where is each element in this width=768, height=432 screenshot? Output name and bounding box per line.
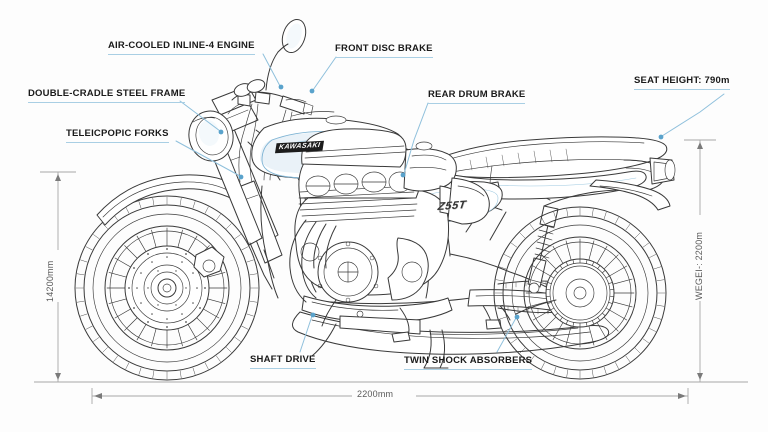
leader-frame (179, 100, 221, 132)
leader-shaft-drive (299, 315, 313, 353)
brand-name: KAWASAKI (278, 141, 321, 152)
side-stand (311, 323, 337, 357)
callout-double-cradle-steel-frame[interactable]: DOUBLE-CRADLE STEEL FRAME (28, 88, 186, 103)
callout-front-disc-brake[interactable]: FRONT DISC BRAKE (335, 43, 433, 58)
dimension-height-value: 14200mm (45, 260, 55, 302)
callout-label-rear-drum-brake: REAR DRUM BRAKE (428, 89, 526, 100)
front-wheel (74, 195, 260, 381)
rear-shock-absorber (527, 205, 559, 294)
dimension-weight-value: WEGEI-: 2200m (694, 231, 704, 300)
callout-label-forks: TELEICPOPIC FORKS (66, 128, 169, 139)
callout-label-seat-height: SEAT HEIGHT: 790m (634, 75, 730, 86)
dimension-length-label: 2200mm (357, 389, 393, 399)
leader-twin-shock (496, 317, 517, 353)
front-brake-disc (124, 245, 210, 331)
callout-label-engine: AIR-COOLED INLINE-4 ENGINE (108, 40, 255, 51)
rear-wheel (493, 206, 667, 380)
side-panel-model-badge: Z55T (437, 199, 467, 213)
callout-label-front-disc-brake: FRONT DISC BRAKE (335, 43, 433, 54)
dimension-weight-label: WEGEI-: 2200m (694, 232, 704, 300)
headlight (188, 110, 234, 162)
callout-telescopic-forks[interactable]: TELEICPOPIC FORKS (66, 128, 169, 143)
leader-rear-drum (403, 102, 429, 175)
callout-air-cooled-inline-4-engine[interactable]: AIR-COOLED INLINE-4 ENGINE (108, 40, 255, 55)
exhaust-headers (289, 219, 337, 303)
callout-leader-lines (175, 53, 725, 353)
center-stand (423, 329, 449, 369)
callout-label-twin-shock-absorbers: TWIN SHOCK ABSORBERS (404, 355, 533, 366)
dimension-length-value: 2200mm (357, 389, 394, 399)
dimension-arrowheads (55, 142, 703, 399)
rear-fender (543, 179, 671, 211)
model-name: Z55T (436, 199, 468, 213)
callout-shaft-drive[interactable]: SHAFT DRIVE (250, 354, 316, 369)
callout-label-shaft-drive: SHAFT DRIVE (250, 354, 316, 365)
inline-4-engine (294, 128, 490, 323)
callout-leader-dots (218, 84, 664, 320)
handgrip (279, 95, 308, 115)
leader-seat-height (661, 93, 725, 137)
leader-engine (262, 53, 281, 87)
callout-rear-drum-brake[interactable]: REAR DRUM BRAKE (428, 89, 526, 104)
front-brake-caliper (193, 246, 225, 278)
front-fender (96, 174, 240, 226)
instrument-cluster (233, 79, 266, 97)
tail-light (649, 157, 676, 185)
callout-twin-shock-absorbers[interactable]: TWIN SHOCK ABSORBERS (404, 355, 533, 370)
callout-seat-height[interactable]: SEAT HEIGHT: 790m (634, 75, 730, 90)
callout-label-frame: DOUBLE-CRADLE STEEL FRAME (28, 88, 186, 99)
leader-forks (175, 140, 241, 177)
leader-front-disc (312, 56, 337, 91)
dimension-height-label: 14200mm (45, 261, 55, 302)
